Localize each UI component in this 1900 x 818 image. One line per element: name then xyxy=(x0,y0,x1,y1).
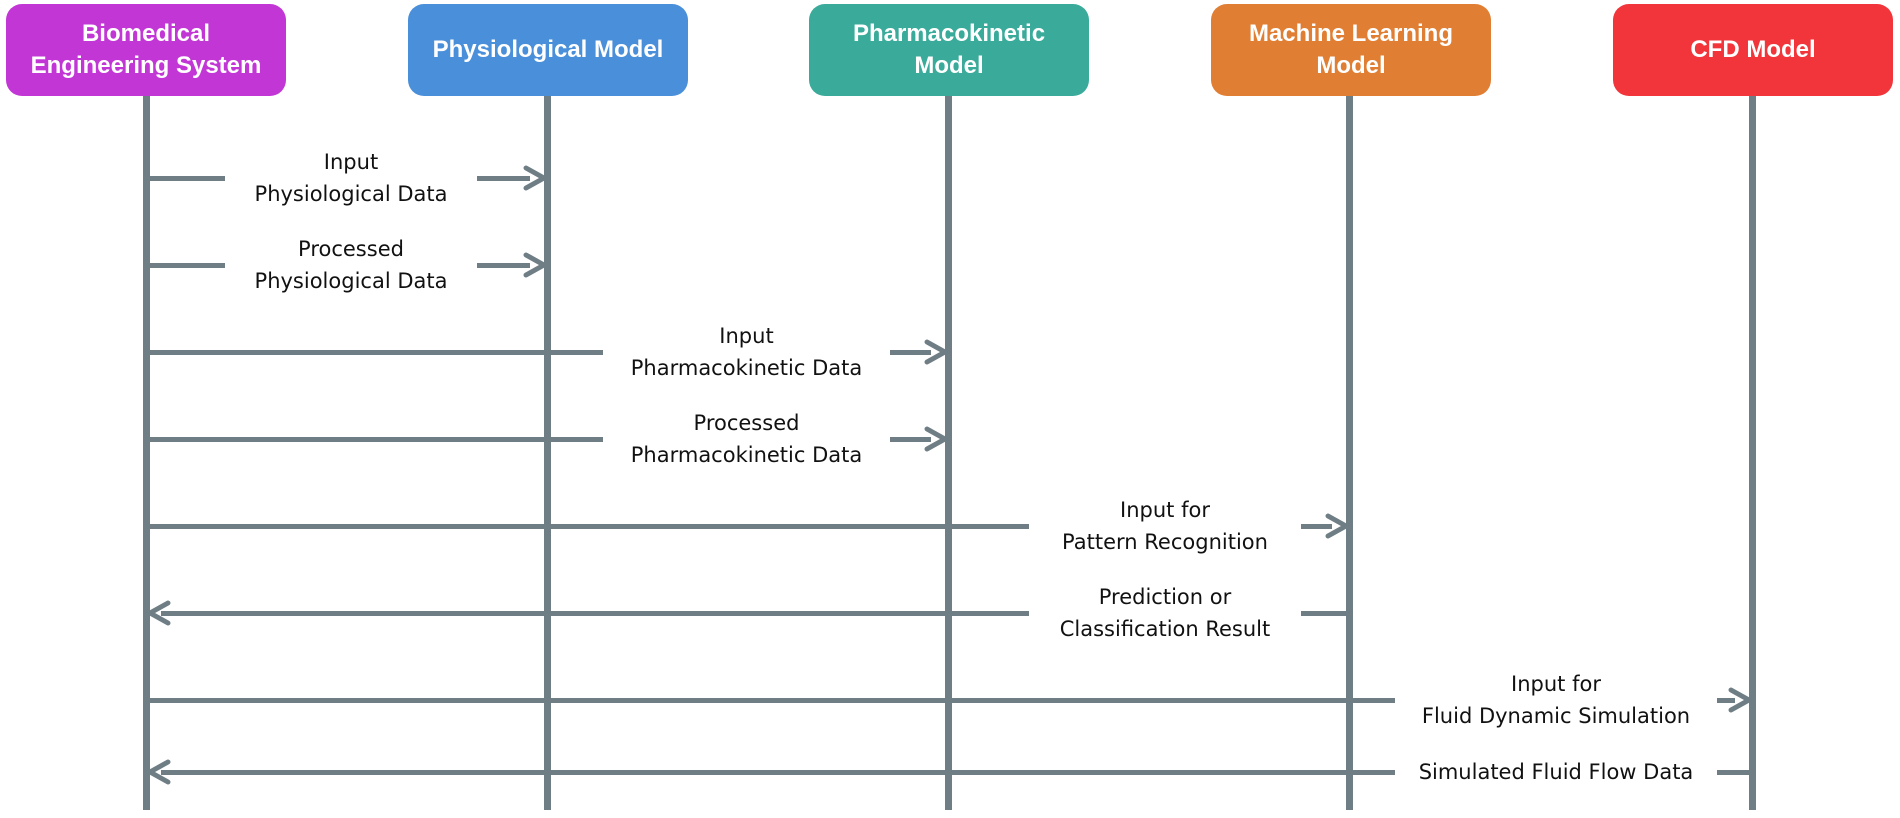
message-label-processed-physiological-data: Processed Physiological Data xyxy=(225,233,477,297)
actor-biomedical-engineering-system: Biomedical Engineering System xyxy=(6,4,286,96)
message-label-prediction-classification-result: Prediction or Classification Result xyxy=(1029,581,1301,645)
message-label-line: Processed xyxy=(693,411,800,435)
message-label-line: Prediction or xyxy=(1098,585,1232,609)
message-label-processed-pharmacokinetic-data: Processed Pharmacokinetic Data xyxy=(603,407,890,471)
message-line-processed-pharmacokinetic-data xyxy=(147,437,931,442)
actor-cfd-label: CFD Model xyxy=(1690,36,1816,63)
message-label-input-fluid-dynamic-simulation: Input for Fluid Dynamic Simulation xyxy=(1395,668,1717,732)
lifeline-pharmacokinetic xyxy=(945,92,952,810)
message-label-line: Pattern Recognition xyxy=(1062,530,1268,554)
message-label-line: Physiological Data xyxy=(254,182,448,206)
message-label-simulated-fluid-flow-data: Simulated Fluid Flow Data xyxy=(1395,756,1717,788)
message-label-line: Input for xyxy=(1120,498,1210,522)
message-line-prediction-classification-result xyxy=(161,611,1349,616)
message-label-line: Classification Result xyxy=(1059,617,1271,641)
message-label-line: Input xyxy=(719,324,774,348)
message-label-line: Physiological Data xyxy=(254,269,448,293)
arrowhead-left xyxy=(147,759,171,785)
lifeline-machine-learning xyxy=(1346,92,1353,810)
arrowhead-left xyxy=(147,600,171,626)
actor-machine-learning-model: Machine Learning Model xyxy=(1211,4,1491,96)
actor-cfd-model: CFD Model xyxy=(1613,4,1893,96)
lifeline-biomedical xyxy=(143,92,150,810)
message-line-input-pattern-recognition xyxy=(147,524,1332,529)
message-label-line: Input for xyxy=(1511,672,1601,696)
message-label-line: Processed xyxy=(298,237,404,261)
message-label-input-pattern-recognition: Input for Pattern Recognition xyxy=(1029,494,1301,558)
message-label-line: Simulated Fluid Flow Data xyxy=(1418,760,1694,784)
actor-pharmacokinetic-label: Pharmacokinetic Model xyxy=(852,20,1046,79)
arrowhead-right xyxy=(523,252,547,278)
message-line-input-fluid-dynamic-simulation xyxy=(147,698,1735,703)
message-label-input-physiological-data: Input Physiological Data xyxy=(225,146,477,210)
actor-machine-learning-label: Machine Learning Model xyxy=(1248,20,1454,79)
message-label-line: Pharmacokinetic Data xyxy=(630,443,863,467)
message-label-line: Pharmacokinetic Data xyxy=(630,356,863,380)
arrowhead-right xyxy=(523,165,547,191)
actor-biomedical-label: Biomedical Engineering System xyxy=(30,20,262,79)
message-label-line: Fluid Dynamic Simulation xyxy=(1421,704,1691,728)
arrowhead-right xyxy=(1325,513,1349,539)
arrowhead-right xyxy=(924,426,948,452)
message-label-input-pharmacokinetic-data: Input Pharmacokinetic Data xyxy=(603,320,890,384)
lifeline-cfd xyxy=(1749,92,1756,810)
actor-physiological-label: Physiological Model xyxy=(432,36,664,63)
message-label-line: Input xyxy=(323,150,379,174)
arrowhead-right xyxy=(1728,687,1752,713)
actor-physiological-model: Physiological Model xyxy=(408,4,688,96)
message-line-input-pharmacokinetic-data xyxy=(147,350,931,355)
arrowhead-right xyxy=(924,339,948,365)
message-line-simulated-fluid-flow-data xyxy=(161,770,1752,775)
lifeline-physiological xyxy=(544,92,551,810)
actor-pharmacokinetic-model: Pharmacokinetic Model xyxy=(809,4,1089,96)
